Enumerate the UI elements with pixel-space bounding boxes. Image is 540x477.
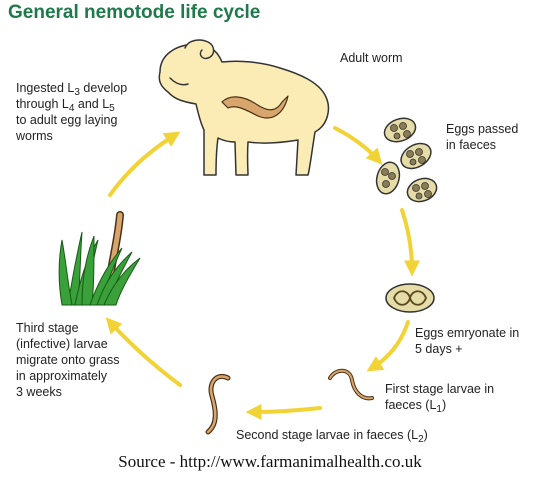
label-line: 5 days + bbox=[415, 342, 463, 356]
embryonated-egg bbox=[385, 283, 435, 313]
label-adult-worm: Adult worm bbox=[340, 51, 403, 65]
label-line: migrate onto grass bbox=[16, 353, 120, 367]
cycle-arrows bbox=[105, 126, 420, 420]
sheep-illustration bbox=[158, 39, 330, 176]
grass-illustration bbox=[58, 211, 141, 306]
label-third-stage: Third stage (infective) larvae migrate o… bbox=[16, 320, 120, 400]
label-line: Third stage bbox=[16, 321, 79, 335]
page-title: General nemotode life cycle bbox=[8, 2, 261, 23]
label-line: 3 weeks bbox=[16, 385, 62, 399]
sheep-horn bbox=[184, 39, 215, 60]
egg bbox=[406, 177, 438, 203]
arrow-third-to-ingested bbox=[108, 131, 181, 197]
label-line: in faeces bbox=[446, 138, 497, 152]
label-line: through L4 and L5 bbox=[16, 97, 115, 114]
label-line: (infective) larvae bbox=[16, 337, 108, 351]
arrow-first-to-second bbox=[245, 403, 322, 420]
arrow-eggs-to-embryonate bbox=[400, 208, 420, 277]
eggs-cluster bbox=[375, 117, 438, 203]
arrow-second-to-third bbox=[105, 317, 182, 387]
egg bbox=[375, 161, 401, 195]
label-line: to adult egg laying bbox=[16, 113, 118, 127]
label-line: faeces (L1) bbox=[385, 398, 447, 415]
egg bbox=[400, 142, 432, 170]
label-ingested: Ingested L3 develop through L4 and L5 to… bbox=[16, 80, 127, 144]
label-second-stage: Second stage larvae in faeces (L2) bbox=[236, 428, 428, 445]
source-credit: Source - http://www.farmanimalhealth.co.… bbox=[118, 452, 422, 471]
arrow-embryonate-to-first bbox=[366, 320, 410, 372]
label-line: First stage larvae in bbox=[385, 382, 495, 396]
label-line: Eggs emryonate in bbox=[415, 326, 520, 340]
label-line: Eggs passed bbox=[446, 122, 519, 136]
label-line: Ingested L3 develop bbox=[16, 81, 128, 98]
sheep-face-line bbox=[169, 77, 189, 86]
label-line: in approximately bbox=[16, 369, 108, 383]
arrow-adult-to-eggs bbox=[333, 126, 383, 165]
label-line: worms bbox=[16, 129, 53, 143]
label-eggs-passed: Eggs passed in faeces bbox=[446, 121, 518, 153]
label-eggs-embryonate: Eggs emryonate in 5 days + bbox=[415, 325, 519, 357]
label-first-stage: First stage larvae in faeces (L1) bbox=[385, 381, 495, 415]
sheep-worm bbox=[221, 95, 289, 119]
egg bbox=[383, 117, 417, 143]
